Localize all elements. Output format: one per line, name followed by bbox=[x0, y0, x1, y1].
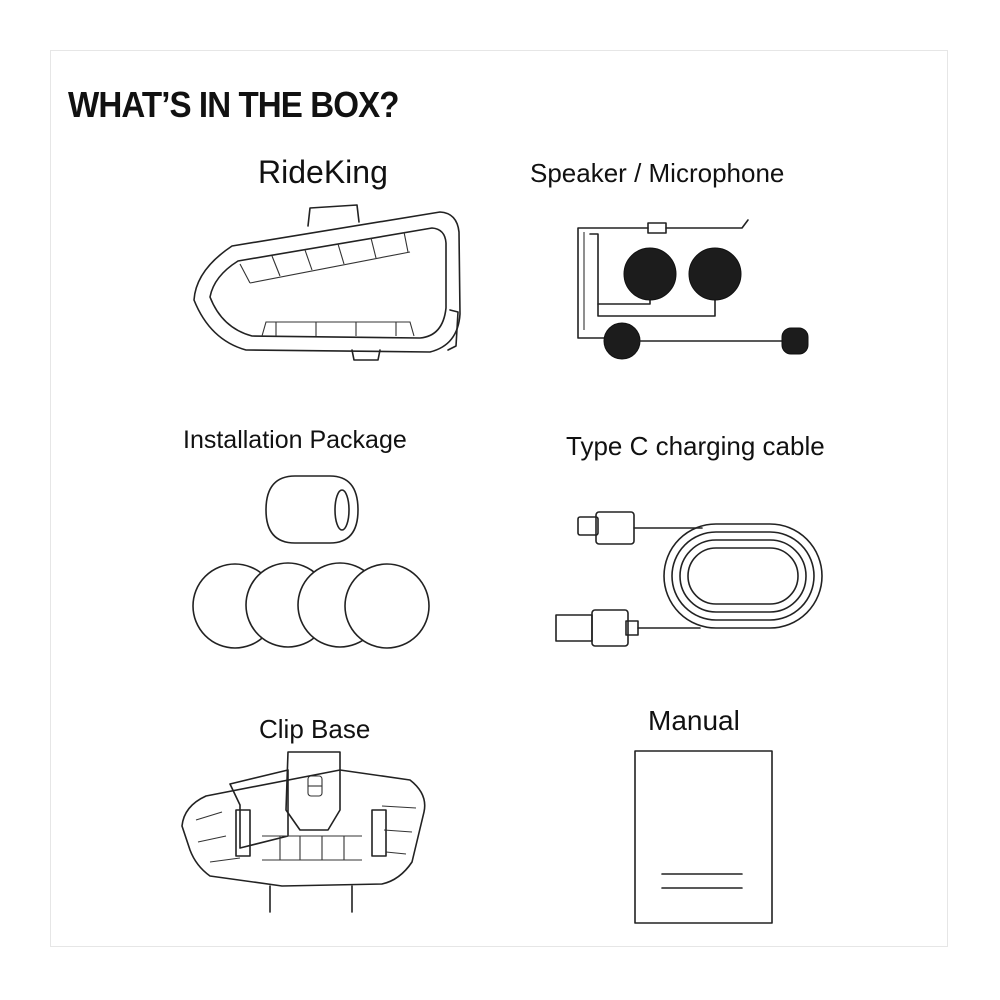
rideking-label: RideKing bbox=[258, 154, 388, 190]
clip-base-illustration bbox=[181, 751, 426, 913]
type-c-cable-label: Type C charging cable bbox=[566, 431, 825, 461]
type-c-cable-illustration bbox=[555, 511, 823, 647]
installation-package-illustration bbox=[192, 475, 430, 649]
manual-label: Manual bbox=[648, 705, 740, 736]
clip-base-label: Clip Base bbox=[259, 714, 371, 744]
page-title: WHAT’S IN THE BOX? bbox=[68, 84, 400, 125]
manual-illustration bbox=[634, 750, 773, 924]
content-frame bbox=[50, 50, 948, 947]
speaker-microphone-illustration bbox=[577, 219, 809, 360]
rideking-device-illustration bbox=[193, 204, 461, 361]
speaker-microphone-label: Speaker / Microphone bbox=[530, 158, 785, 188]
installation-package-label: Installation Package bbox=[183, 426, 407, 454]
